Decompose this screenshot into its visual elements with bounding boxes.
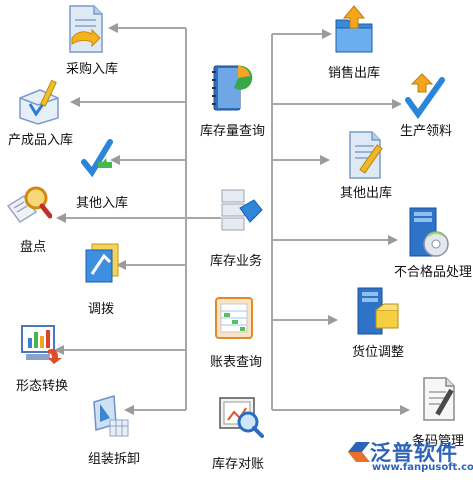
- purchase-in-icon: [69, 5, 103, 53]
- transfer-icon: [85, 243, 119, 283]
- label-other-out[interactable]: 其他出库: [340, 186, 393, 201]
- stock-query-icon: [212, 65, 253, 111]
- brand-url: www.fanpusoft.com: [372, 462, 473, 473]
- product-in-icon: [19, 79, 59, 125]
- sales-out-icon: [335, 5, 373, 53]
- location-adjust-icon: [357, 287, 399, 335]
- barcode-icon: [423, 377, 455, 421]
- report-query-icon: [215, 297, 253, 339]
- label-stocktake[interactable]: 盘点: [20, 240, 47, 255]
- label-nonconforming[interactable]: 不合格品处理: [394, 265, 473, 280]
- label-sales-out[interactable]: 销售出库: [328, 66, 381, 81]
- label-product-in[interactable]: 产成品入库: [8, 133, 74, 148]
- label-purchase-in[interactable]: 采购入库: [66, 62, 119, 77]
- label-barcode[interactable]: 条码管理: [412, 434, 465, 449]
- assemble-icon: [93, 395, 129, 437]
- label-report-query[interactable]: 账表查询: [210, 355, 263, 370]
- production-pick-icon: [405, 73, 445, 120]
- label-transfer[interactable]: 调拨: [88, 302, 115, 317]
- other-in-icon: [81, 139, 113, 178]
- label-other-in[interactable]: 其他入库: [76, 196, 129, 211]
- label-stock-query[interactable]: 库存量查询: [200, 124, 266, 139]
- form-convert-icon: [21, 325, 62, 364]
- brand-logo-icon: [348, 442, 370, 462]
- label-stock-reconcile[interactable]: 库存对账: [212, 457, 265, 472]
- label-production-pick[interactable]: 生产领料: [400, 124, 453, 139]
- stocktake-icon: [6, 186, 52, 224]
- other-out-icon: [349, 131, 383, 179]
- stock-reconcile-icon: [219, 397, 264, 438]
- nonconforming-icon: [409, 207, 449, 257]
- label-location-adjust[interactable]: 货位调整: [352, 345, 405, 360]
- label-assemble[interactable]: 组装拆卸: [88, 452, 141, 467]
- brand-name: 泛普软件: [370, 441, 458, 465]
- stock-business-icon: [221, 189, 263, 231]
- label-form-convert[interactable]: 形态转换: [16, 379, 69, 394]
- label-stock-business[interactable]: 库存业务: [210, 254, 263, 269]
